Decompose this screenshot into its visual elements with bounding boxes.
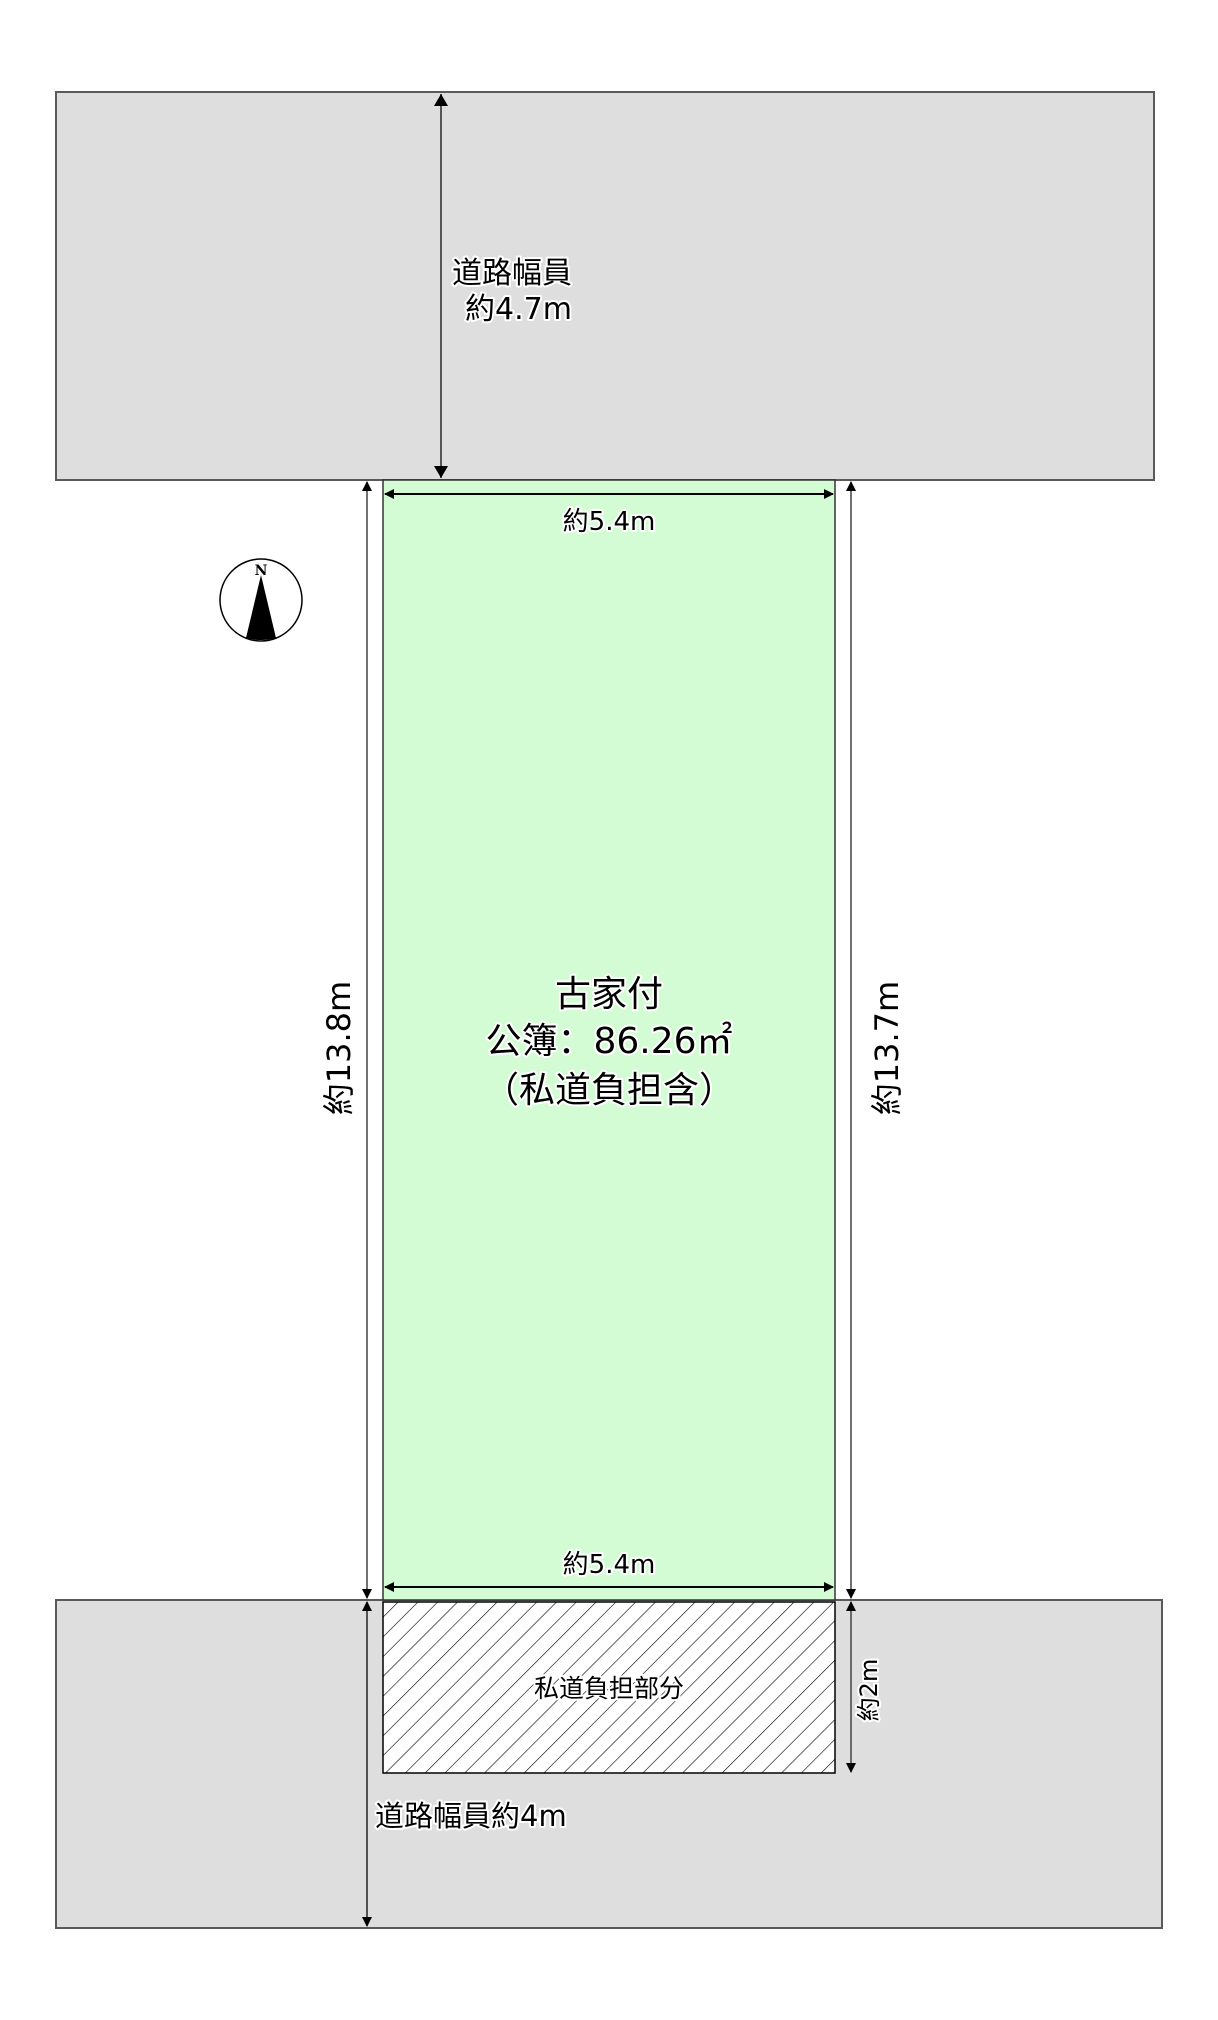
top-road-label-line1: 道路幅員	[452, 256, 572, 291]
private-road-share-label: 私道負担部分	[534, 1674, 684, 1703]
lot-depth-right-label: 約13.7m	[868, 981, 906, 1115]
lot-width-bottom-label: 約5.4m	[563, 1550, 656, 1580]
bottom-road-width-dimension: 道路幅員約4m	[362, 1601, 569, 1927]
lot-width-top-label: 約5.4m	[563, 507, 656, 537]
private-road-depth-label: 約2m	[855, 1659, 883, 1722]
lot-width-top-dimension: 約5.4m	[384, 489, 834, 539]
top-road: 道路幅員 約4.7m	[55, 91, 1155, 481]
bottom-road-label: 道路幅員約4m	[375, 1799, 567, 1833]
lot-depth-right-dimension: 約13.7m	[846, 481, 906, 1599]
lot-note: （私道負担含）	[483, 1070, 735, 1111]
compass-north-letter: N	[255, 563, 268, 579]
lot-depth-left-dimension: 約13.8m	[320, 481, 372, 1599]
top-road-label-line2: 約4.7m	[465, 292, 572, 327]
lot-depth-left-label: 約13.8m	[320, 981, 358, 1115]
lot-area: 公簿：86.26㎡	[485, 1020, 732, 1062]
lot-width-bottom-dimension: 約5.4m	[384, 1548, 834, 1592]
lot-title: 古家付	[555, 974, 663, 1015]
private-road-share-area: 私道負担部分	[382, 1601, 836, 1774]
private-road-depth-dimension: 約2m	[846, 1601, 885, 1773]
north-compass-icon: N	[219, 558, 303, 642]
lot: 古家付 公簿：86.26㎡ （私道負担含）	[382, 479, 836, 1601]
